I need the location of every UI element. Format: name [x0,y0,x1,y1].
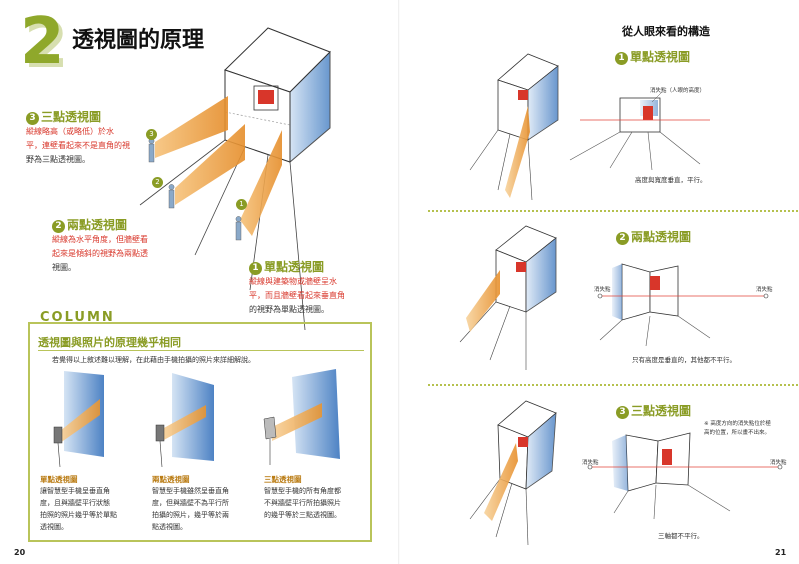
two-point-text: 縱線為水平角度，但牆壁看 起來是傾斜的視野為兩點透 視圖。 [52,235,148,272]
r-two-vp-left: 消失點 [594,287,611,293]
r-one-vp-label: 消失點（人眼的高度） [650,88,706,94]
column-item-three: 三點透視圖 智慧型手機的所有角度都 不與牆壁平行所拍攝照片 的幾乎等於三點透視圖… [264,475,341,519]
right-page-title: 從人眼來看的構造 [622,25,710,38]
r-three-vp-left: 消失點 [582,460,599,466]
r-three-note: ※ 高度方向的消失點位於極 高的位置，所以畫不出來。 [704,421,771,436]
three-point-num: 3 [26,112,39,125]
column-label: COLUMN [40,310,115,325]
r-two-point-figures [459,225,769,370]
column-rule [38,350,364,351]
marker-three: 3 [146,129,157,140]
page-number-left: 20 [14,548,26,557]
one-point-text: 縱線與建築物或牆壁呈水 平，而且牆壁看起來垂直角 的視野為單點透視圖。 [249,277,345,314]
r-two-caption: 只有高度是垂直的，其他都不平行。 [632,356,736,364]
marker-one: 1 [236,199,247,210]
column-intro: 若覺得以上敘述難以理解，在此藉由手機拍攝的照片來詳細解說。 [52,356,255,364]
r-three-caption: 三軸都不平行。 [658,532,704,540]
page-number-right: 21 [775,548,787,557]
three-point-text: 縱線略高（或略低）於水 平，連壁看起來不是直角的視 野為三點透視圖。 [26,127,130,164]
perspective-cube-illustration [139,27,331,331]
column-item-one: 單點透視圖 讓智慧型手機呈垂直角 度，且與牆壁平行狀態 拍照的照片幾乎等於單點 … [40,475,117,531]
r-two-vp-right: 消失點 [756,287,773,293]
page-gutter [398,0,401,564]
two-point-num: 2 [52,220,65,233]
chapter-number: 2 [20,5,65,79]
one-point-num: 1 [249,262,262,275]
r-one-point-figures [469,53,710,201]
column-title: 透視圖與照片的原理幾乎相同 [38,336,181,349]
r-three-vp-right: 消失點 [770,460,787,466]
column-box [28,322,372,542]
r-one-caption: 高度與寬度垂直，平行。 [635,176,707,184]
chapter-title: 透視圖的原理 [72,28,205,53]
divider-two [428,384,798,386]
divider-one [428,210,798,212]
r-three-point-figures [469,400,783,546]
column-illustrations [53,369,340,468]
marker-two: 2 [152,177,163,188]
column-item-two: 兩點透視圖 智慧型手機雖然呈垂直角 度，但與牆壁不為平行所 拍攝的照片，幾乎等於… [152,475,229,531]
left-page: 2 透視圖的原理 [0,0,399,564]
